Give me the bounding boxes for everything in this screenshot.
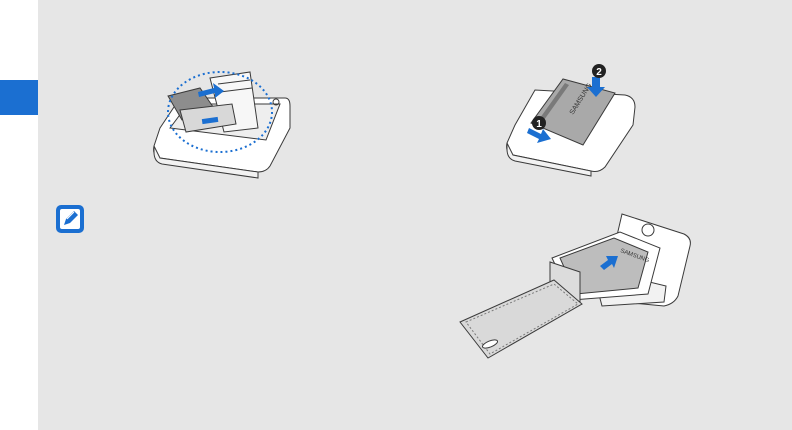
battery-insert-illustration: SAMSUNG 2 1 bbox=[495, 55, 645, 180]
sim-card-insert-illustration bbox=[140, 58, 300, 180]
battery-cover-illustration: SAMSUNG bbox=[452, 208, 697, 366]
section-tab bbox=[0, 80, 38, 115]
note-pencil-icon bbox=[55, 204, 85, 234]
step-one-badge: 1 bbox=[536, 119, 542, 130]
step-two-badge: 2 bbox=[596, 67, 602, 78]
